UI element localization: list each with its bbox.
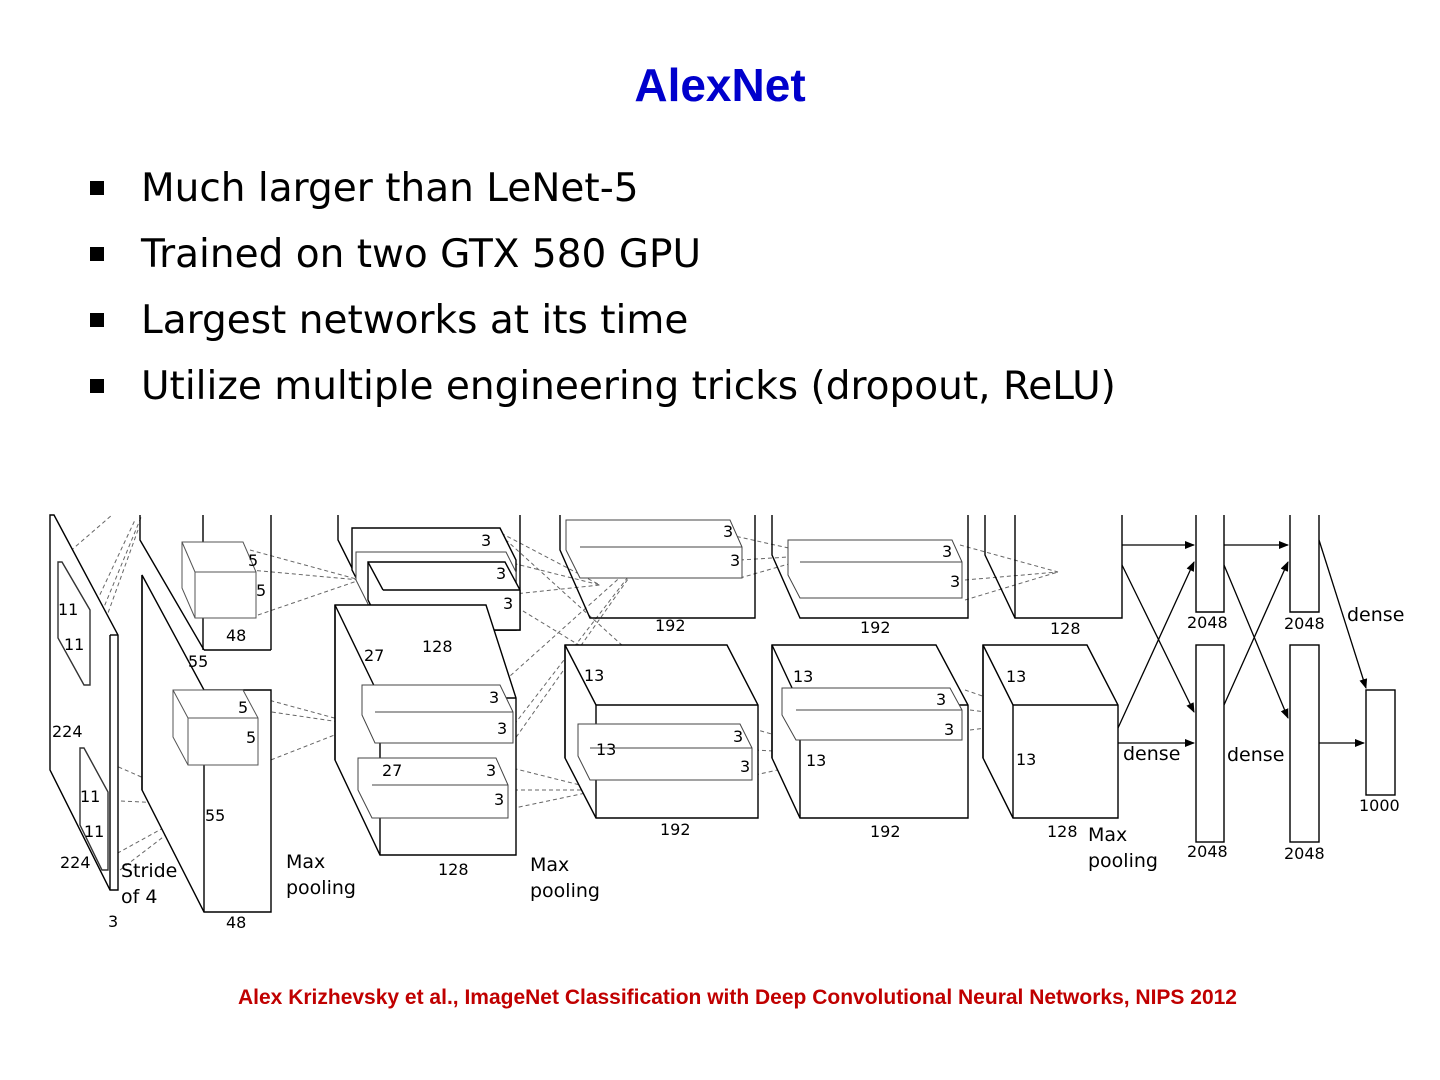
citation: Alex Krizhevsky et al., ImageNet Classif…: [238, 986, 1237, 1009]
pool1-label-line1: Max: [286, 851, 325, 873]
pool3-label-line2: pooling: [1088, 850, 1158, 872]
fc8-size: 1000: [1359, 796, 1400, 815]
conv3-depth-bot: 192: [660, 820, 691, 839]
conv2-k4-h: 3: [494, 790, 504, 809]
conv4-size-a: 13: [793, 667, 813, 686]
fc7-top-size: 2048: [1284, 614, 1325, 633]
conv4-k-top-h: 3: [942, 542, 952, 561]
conv2-k3-h: 3: [497, 719, 507, 738]
fc6-top-size: 2048: [1187, 613, 1228, 632]
conv3-k-bot-h: 3: [733, 727, 743, 746]
dense-layers: [1195, 515, 1396, 843]
square-bullet-icon: [90, 313, 104, 327]
conv4-k-top-w: 3: [950, 572, 960, 591]
fc6-bot-size: 2048: [1187, 842, 1228, 861]
input-kernel2-h-label: 11: [80, 787, 100, 806]
square-bullet-icon: [90, 181, 104, 195]
conv1-depth-bot: 48: [226, 913, 246, 932]
conv3-k-bot-w: 3: [740, 757, 750, 776]
bullet-text: Much larger than LeNet-5: [141, 166, 639, 211]
conv2-size-b: 27: [382, 761, 402, 780]
conv4-size-b: 13: [806, 751, 826, 770]
conv2-k1-w: 3: [496, 564, 506, 583]
conv1-depth-top: 48: [226, 626, 246, 645]
conv2-k2-h: 3: [503, 594, 513, 613]
input-height-label: 224: [52, 722, 83, 741]
conv1-kernel-bot-h: 5: [238, 698, 248, 717]
input-layer: [49, 514, 119, 891]
conv5-layer: [982, 515, 1123, 819]
conv1-kernel-top-h: 5: [248, 551, 258, 570]
input-kernel2-w-label: 11: [84, 822, 104, 841]
conv2-k3-w: 3: [486, 761, 496, 780]
conv5-depth-bot: 128: [1047, 822, 1078, 841]
conv4-depth-bot: 192: [870, 822, 901, 841]
conv2-k1-h: 3: [481, 531, 491, 550]
conv2-depth-top: 128: [422, 637, 453, 656]
conv5-depth-top: 128: [1050, 619, 1081, 638]
bullet-text: Utilize multiple engineering tricks (dro…: [141, 364, 1116, 409]
conv3-depth-top: 192: [655, 616, 686, 635]
conv2-k2-w: 3: [489, 688, 499, 707]
diagram-labels: 11 11 224 11 11 224 Stride of 4 3 5 5 48…: [52, 522, 1404, 932]
input-width-label: 224: [60, 853, 91, 872]
conv5-size-a: 13: [1006, 667, 1026, 686]
bullet-item: Trained on two GTX 580 GPU: [88, 226, 1116, 292]
input-depth-label: 3: [108, 912, 118, 931]
dense-arrows: [1117, 539, 1368, 747]
stride-label-line2: of 4: [121, 886, 157, 908]
input-kernel-h-label: 11: [58, 600, 78, 619]
bullet-text: Trained on two GTX 580 GPU: [141, 232, 702, 277]
conv1-size-b: 55: [205, 806, 225, 825]
square-bullet-icon: [90, 379, 104, 393]
bullet-item: Largest networks at its time: [88, 292, 1116, 358]
slide-title: AlexNet: [634, 59, 806, 111]
conv4-k-bot-h: 3: [936, 690, 946, 709]
fc7-bot-size: 2048: [1284, 844, 1325, 863]
conv1-kernel-top-w: 5: [256, 581, 266, 600]
pool1-label-line2: pooling: [286, 877, 356, 899]
conv2-depth-bot: 128: [438, 860, 469, 879]
stride-label-line1: Stride: [121, 860, 177, 882]
conv3-layer: [559, 515, 759, 819]
conv3-size-b: 13: [596, 740, 616, 759]
fc6-dense-label: dense: [1123, 743, 1180, 765]
conv4-layer: [771, 515, 969, 819]
fc7-dense-label: dense: [1227, 744, 1284, 766]
square-bullet-icon: [90, 247, 104, 261]
conv3-k-top-h: 3: [723, 522, 733, 541]
conv2-size-a: 27: [364, 646, 384, 665]
bullet-list: Much larger than LeNet-5 Trained on two …: [88, 160, 1116, 424]
conv1-layer: [139, 515, 272, 913]
alexnet-architecture-diagram: 11 11 224 11 11 224 Stride of 4 3 5 5 48…: [49, 514, 1404, 932]
conv4-depth-top: 192: [860, 618, 891, 637]
conv1-size-a: 55: [188, 652, 208, 671]
conv3-k-top-w: 3: [730, 551, 740, 570]
conv1-kernel-bot-w: 5: [246, 728, 256, 747]
conv3-size-a: 13: [584, 666, 604, 685]
layer-boxes: [49, 514, 1396, 913]
pool2-label-line2: pooling: [530, 880, 600, 902]
bullet-text: Largest networks at its time: [141, 298, 689, 343]
conv4-k-bot-w: 3: [944, 720, 954, 739]
pool2-label-line1: Max: [530, 854, 569, 876]
bullet-item: Utilize multiple engineering tricks (dro…: [88, 358, 1116, 424]
pool3-label-line1: Max: [1088, 824, 1127, 846]
bullet-item: Much larger than LeNet-5: [88, 160, 1116, 226]
input-kernel-w-label: 11: [64, 635, 84, 654]
conv5-size-b: 13: [1016, 750, 1036, 769]
conv2-layer: [334, 515, 521, 856]
fc8-dense-label: dense: [1347, 604, 1404, 626]
